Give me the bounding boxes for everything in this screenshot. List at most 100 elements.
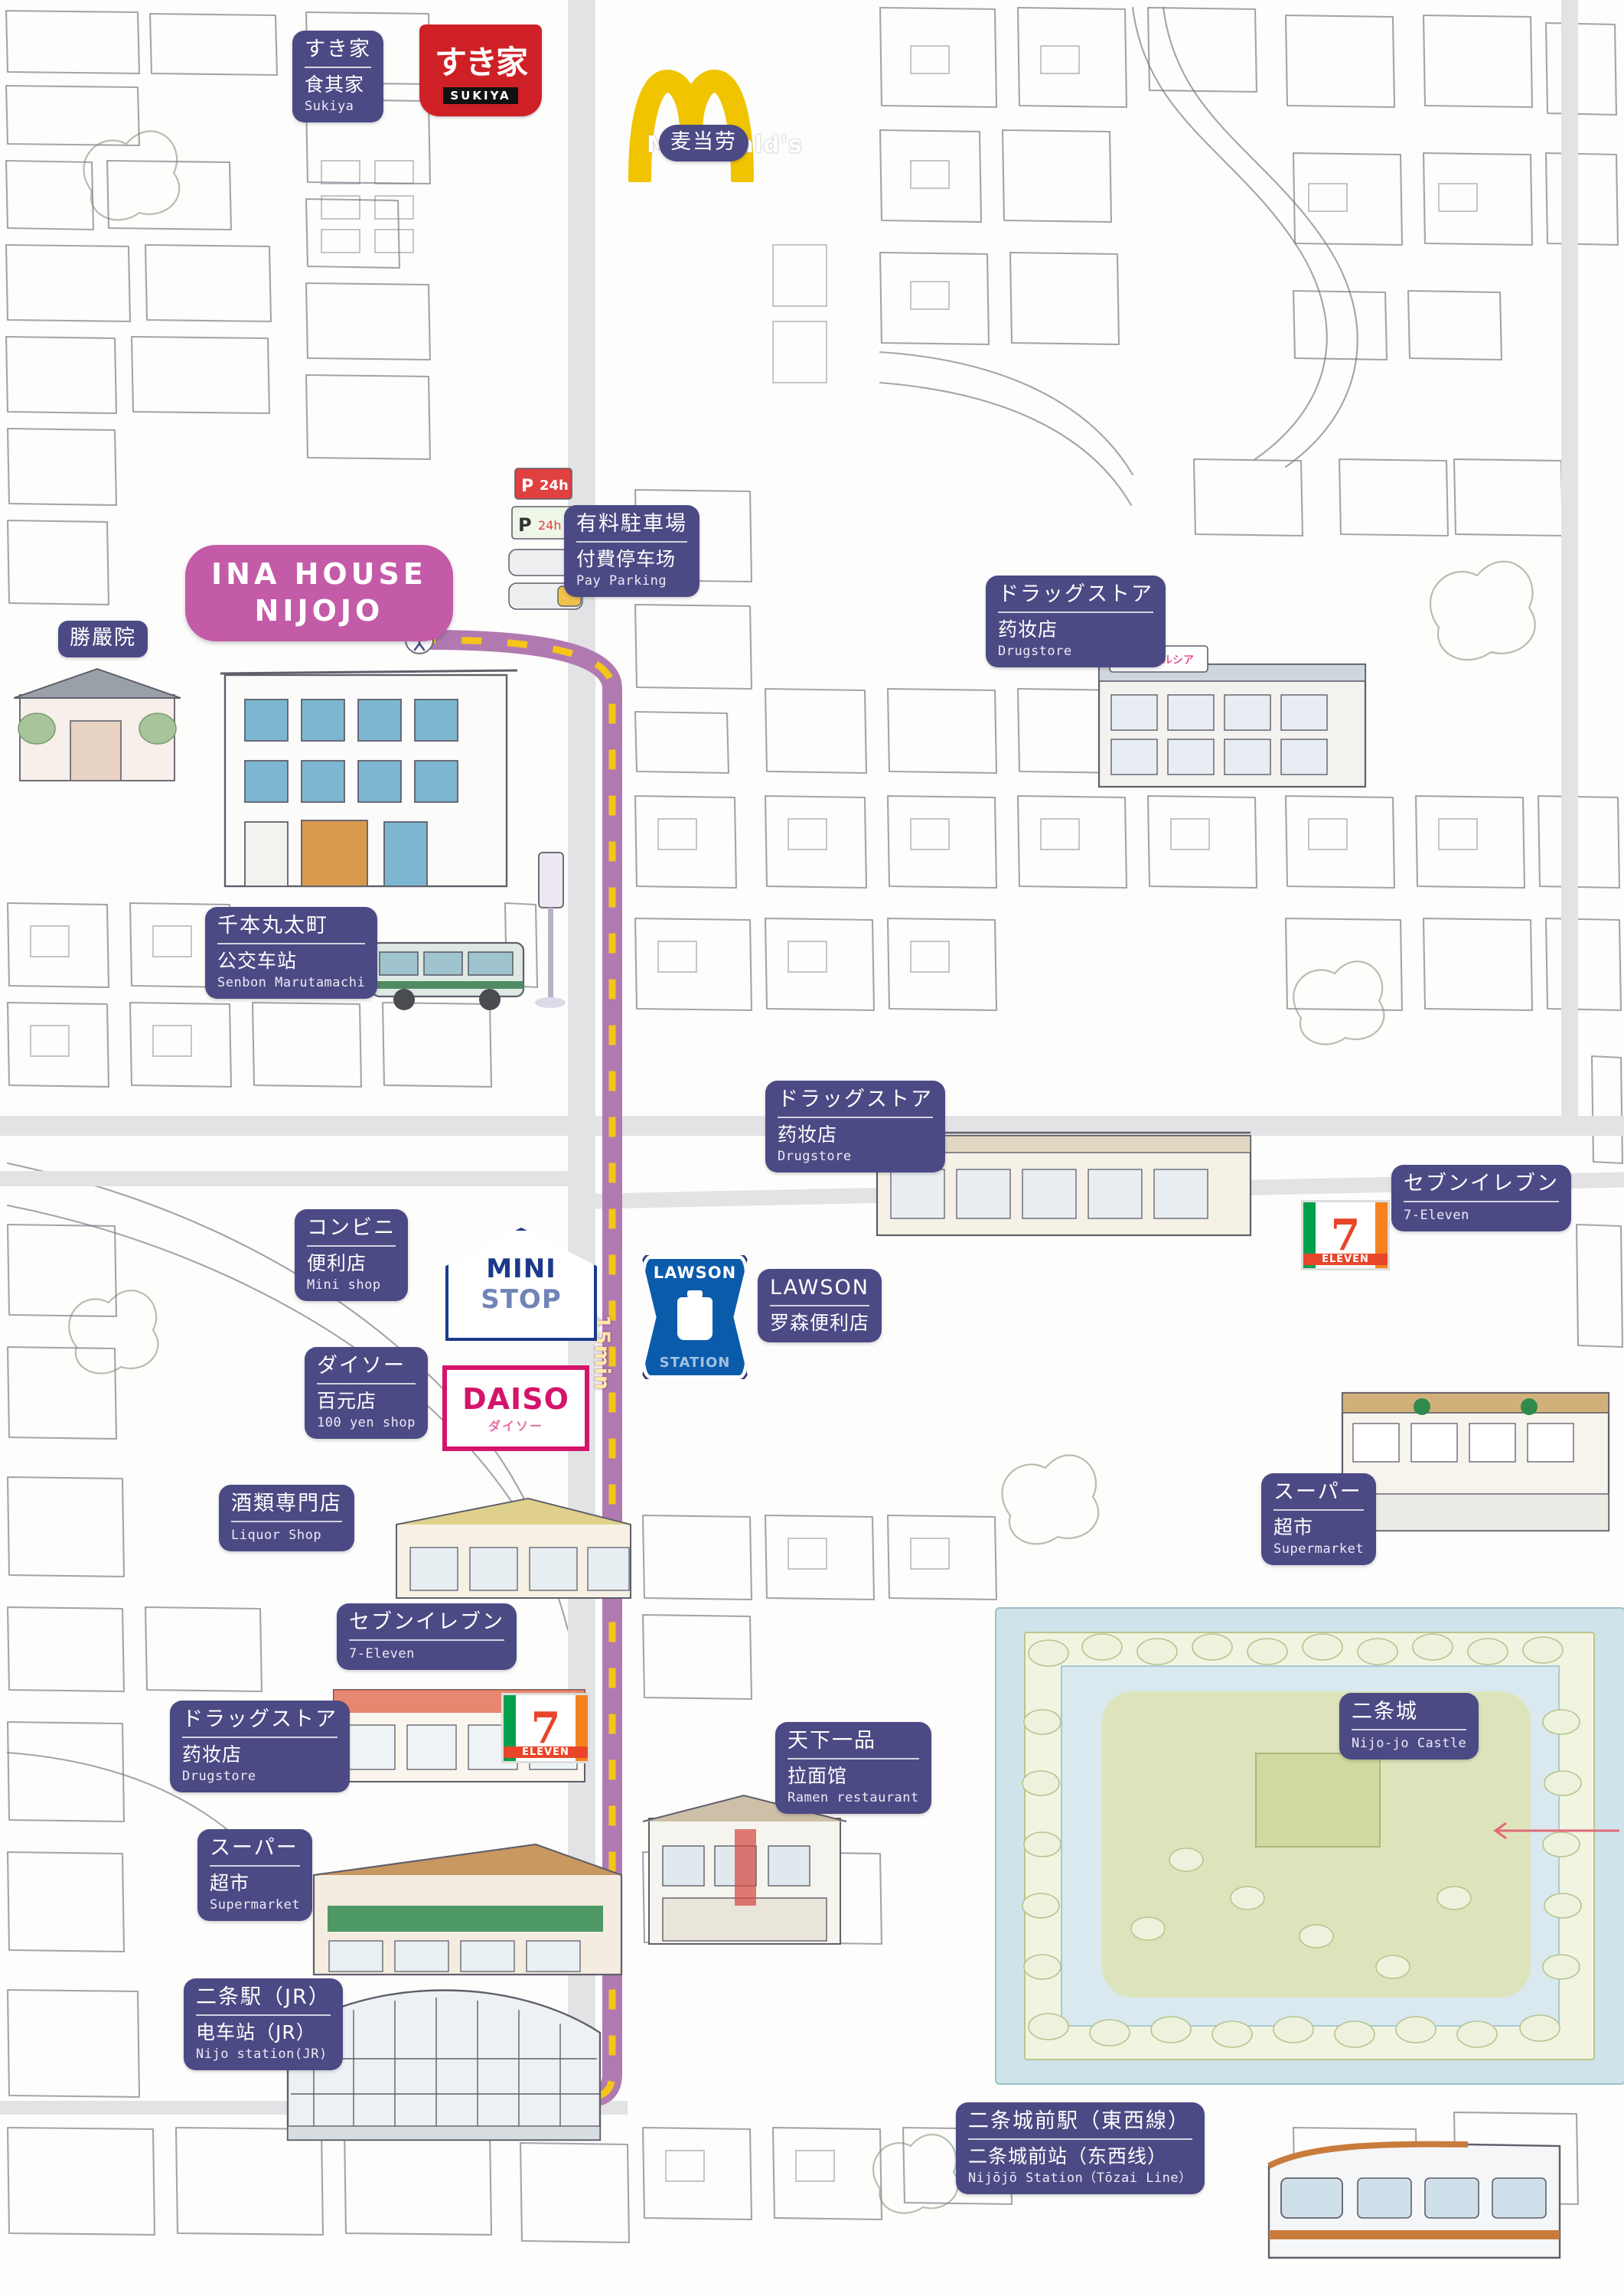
label-pay-parking-jp: 有料駐車場	[576, 512, 687, 536]
label-divider	[210, 1864, 301, 1867]
label-drugstore-north-jp: ドラッグストア	[998, 582, 1153, 606]
seven-eleven-digit: 7	[530, 1703, 561, 1753]
label-senbon-marutamachi-jp: 千本丸太町	[217, 914, 328, 938]
label-seven-eleven-west-en: 7-Eleven	[349, 1645, 415, 1662]
label-drugstore-mid[interactable]: ドラッグストア 药妆店 Drugstore	[765, 1081, 945, 1173]
label-divider	[1404, 1200, 1559, 1202]
label-drugstore-south[interactable]: ドラッグストア 药妆店 Drugstore	[170, 1701, 350, 1793]
label-divider	[307, 1244, 396, 1247]
sukiya-logo-roman: SUKIYA	[443, 87, 518, 104]
label-divider	[317, 1382, 416, 1384]
seven-eleven-green-stripe	[504, 1695, 516, 1761]
label-divider	[182, 1736, 338, 1738]
label-nijojo-castle-en: Nijo-jo Castle	[1352, 1735, 1467, 1751]
lawson-logo: LAWSON STATION	[641, 1255, 748, 1379]
seven-eleven-logo-west: 7 ELEVEN	[501, 1693, 590, 1763]
ramen-restaurant-building	[642, 1794, 847, 1945]
label-daiso-en: 100 yen shop	[317, 1415, 416, 1431]
label-supermarket-east[interactable]: スーパー 超市 Supermarket	[1261, 1473, 1377, 1566]
label-nijojo-castle-jp: 二条城	[1352, 1700, 1418, 1724]
label-pay-parking[interactable]: 有料駐車場 付費停车场 Pay Parking	[564, 505, 699, 598]
label-mini-shop-jp: コンビニ	[307, 1216, 396, 1240]
label-divider	[1352, 1728, 1467, 1730]
supermarket-west-building	[312, 1843, 623, 1976]
label-seven-eleven-east-en: 7-Eleven	[1404, 1207, 1469, 1223]
label-supermarket-east-en: Supermarket	[1273, 1541, 1365, 1557]
label-divider	[305, 66, 371, 68]
label-ramen-jp: 天下一品	[788, 1729, 876, 1753]
label-mini-shop-en: Mini shop	[307, 1277, 381, 1293]
label-mcdonalds[interactable]: 麦当劳	[659, 125, 748, 161]
label-divider	[196, 2014, 331, 2016]
label-nijojomae-station[interactable]: 二条城前駅（東西線） 二条城前站（东西线） Nijōjō Station（Tōz…	[956, 2102, 1205, 2195]
label-sukiya-cn: 食其家	[305, 73, 365, 96]
label-drugstore-north-cn: 药妆店	[998, 618, 1058, 641]
supermarket-east-building	[1341, 1391, 1610, 1532]
road-horizontal-mid	[0, 1171, 582, 1186]
label-ramen-en: Ramen restaurant	[788, 1790, 919, 1806]
subway-train-illustration	[1267, 2141, 1561, 2259]
label-senbon-marutamachi[interactable]: 千本丸太町 公交车站 Senbon Marutamachi	[205, 907, 378, 1000]
nijo-jr-station-building	[286, 1989, 602, 2141]
label-shogon-in[interactable]: 勝嚴院	[58, 621, 148, 657]
label-senbon-marutamachi-en: Senbon Marutamachi	[217, 975, 366, 991]
label-seven-eleven-west[interactable]: セブンイレブン 7-Eleven	[337, 1603, 517, 1670]
label-lawson-jp: LAWSON	[770, 1276, 869, 1300]
label-divider	[576, 540, 687, 543]
shogon-in-temple-gate	[14, 667, 181, 781]
label-ramen[interactable]: 天下一品 拉面馆 Ramen restaurant	[775, 1722, 931, 1815]
svg-text:P: P	[518, 514, 532, 536]
label-divider	[770, 1304, 870, 1306]
label-mcdonalds-jp: 麦当劳	[670, 130, 737, 154]
label-nijojomae-station-cn: 二条城前站（东西线）	[968, 2144, 1168, 2167]
label-drugstore-north-en: Drugstore	[998, 644, 1072, 660]
ina-house-building-illustration	[220, 669, 518, 888]
daiso-logo-wordmark: DAISO	[462, 1382, 569, 1416]
svg-text:P: P	[521, 477, 533, 496]
label-drugstore-north[interactable]: ドラッグストア 药妆店 Drugstore	[986, 576, 1166, 668]
label-nijo-station-jr[interactable]: 二条駅（JR） 电车站（JR） Nijo station(JR)	[184, 1978, 343, 2071]
nijojo-castle-palace	[1255, 1753, 1381, 1848]
label-divider	[968, 2138, 1192, 2140]
label-seven-eleven-east-jp: セブンイレブン	[1404, 1172, 1559, 1195]
label-mini-shop-cn: 便利店	[307, 1251, 367, 1274]
label-nijo-station-jr-en: Nijo station(JR)	[196, 2047, 328, 2063]
label-pay-parking-en: Pay Parking	[576, 573, 667, 589]
svg-text:24h: 24h	[540, 478, 569, 494]
milk-bottle-icon	[677, 1290, 713, 1340]
label-lawson-cn: 罗森便利店	[770, 1311, 870, 1334]
label-supermarket-west[interactable]: スーパー 超市 Supermarket	[197, 1829, 313, 1922]
label-nijo-station-jr-cn: 电车站（JR）	[196, 2020, 316, 2043]
city-bus-illustration	[370, 941, 525, 1010]
ministop-logo-line2: STOP	[481, 1284, 562, 1315]
seven-eleven-orange-stripe	[576, 1695, 588, 1761]
label-mini-shop[interactable]: コンビニ 便利店 Mini shop	[295, 1209, 408, 1302]
sukiya-logo: すき家 SUKIYA	[419, 24, 542, 116]
label-drugstore-mid-en: Drugstore	[778, 1149, 852, 1165]
label-sukiya[interactable]: すき家 食其家 Sukiya	[292, 31, 383, 123]
label-shogon-in-jp: 勝嚴院	[70, 626, 136, 650]
drugstore-mid-building	[876, 1131, 1252, 1237]
label-nijojo-castle[interactable]: 二条城 Nijo-jo Castle	[1339, 1693, 1479, 1760]
label-daiso-cn: 百元店	[317, 1389, 377, 1412]
label-pay-parking-cn: 付費停车场	[576, 547, 677, 570]
lawson-logo-top: LAWSON	[653, 1264, 737, 1282]
label-ramen-cn: 拉面馆	[788, 1764, 848, 1787]
daiso-logo: DAISO ダイソー	[442, 1365, 589, 1451]
label-drugstore-south-en: Drugstore	[182, 1769, 256, 1785]
seven-eleven-orange-stripe	[1375, 1202, 1388, 1268]
label-divider	[349, 1639, 504, 1641]
seven-eleven-logo-east: 7 ELEVEN	[1301, 1200, 1390, 1270]
label-seven-eleven-east[interactable]: セブンイレブン 7-Eleven	[1391, 1165, 1571, 1231]
label-lawson[interactable]: LAWSON 罗森便利店	[758, 1269, 882, 1343]
bus-stop-pole	[535, 852, 566, 1008]
label-daiso[interactable]: ダイソー 百元店 100 yen shop	[305, 1347, 428, 1440]
lawson-logo-bottom: STATION	[659, 1355, 731, 1371]
label-supermarket-west-en: Supermarket	[210, 1897, 301, 1913]
label-liquor-shop[interactable]: 酒類専門店 Liquor Shop	[219, 1485, 354, 1551]
nijojo-castle-trees	[1022, 1633, 1582, 2048]
label-supermarket-east-cn: 超市	[1273, 1515, 1314, 1538]
label-sukiya-jp: すき家	[305, 38, 371, 61]
label-drugstore-mid-jp: ドラッグストア	[778, 1088, 933, 1111]
label-drugstore-south-cn: 药妆店	[182, 1743, 243, 1766]
